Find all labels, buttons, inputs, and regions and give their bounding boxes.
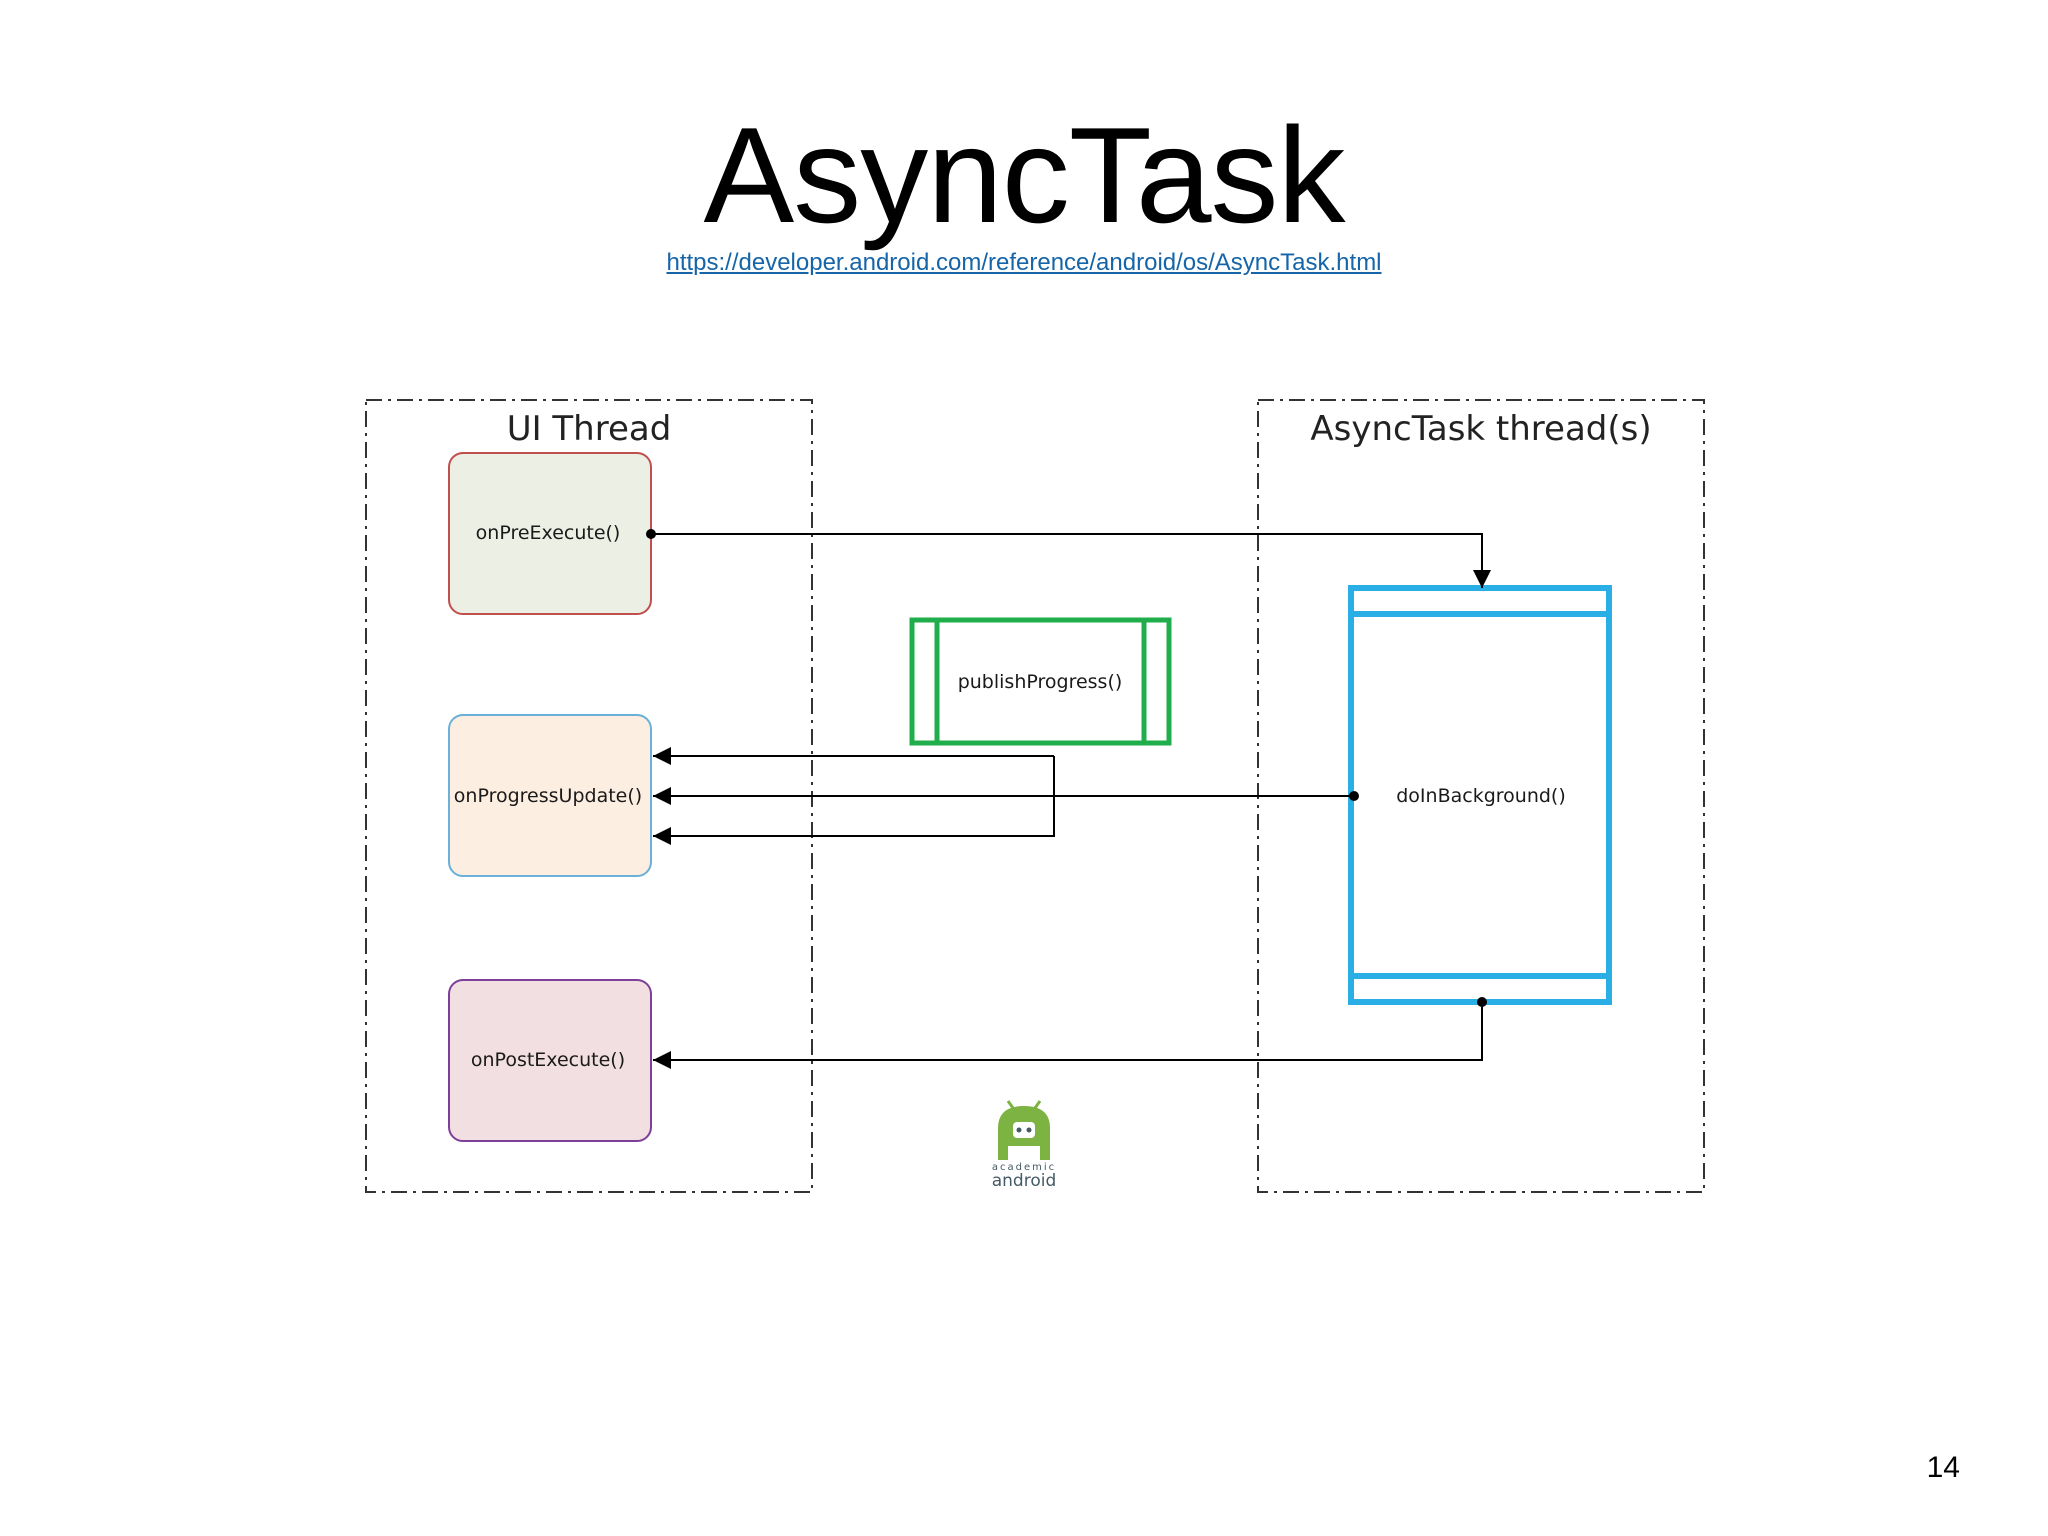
- publish-progress-label: publishProgress(): [958, 671, 1123, 693]
- connector-background-to-progress: [653, 787, 1359, 805]
- on-pre-execute-label: onPreExecute(): [476, 522, 621, 544]
- on-progress-update-box: [448, 714, 652, 877]
- logo-line-2: android: [992, 1171, 1057, 1191]
- ui-thread-label: UI Thread: [507, 409, 672, 449]
- on-progress-update-label: onProgressUpdate(): [454, 785, 642, 807]
- academic-android-logo: academic android: [992, 1100, 1057, 1191]
- do-in-background-box: [1348, 585, 1612, 1005]
- on-post-execute-box: [448, 979, 652, 1142]
- publish-progress-box: [909, 617, 1172, 746]
- slide-title: AsyncTask: [703, 99, 1346, 251]
- logo-line-1: academic: [992, 1162, 1056, 1173]
- on-post-execute-label: onPostExecute(): [471, 1049, 625, 1071]
- do-in-background-label: doInBackground(): [1396, 785, 1566, 807]
- page-number: 14: [1926, 1451, 1960, 1484]
- async-thread-label: AsyncTask thread(s): [1310, 409, 1651, 449]
- reference-link[interactable]: https://developer.android.com/reference/…: [666, 249, 1382, 276]
- connector-background-to-post: [653, 997, 1487, 1069]
- connector-pre-to-background: [646, 529, 1491, 588]
- connector-publish-loop: [653, 747, 1055, 845]
